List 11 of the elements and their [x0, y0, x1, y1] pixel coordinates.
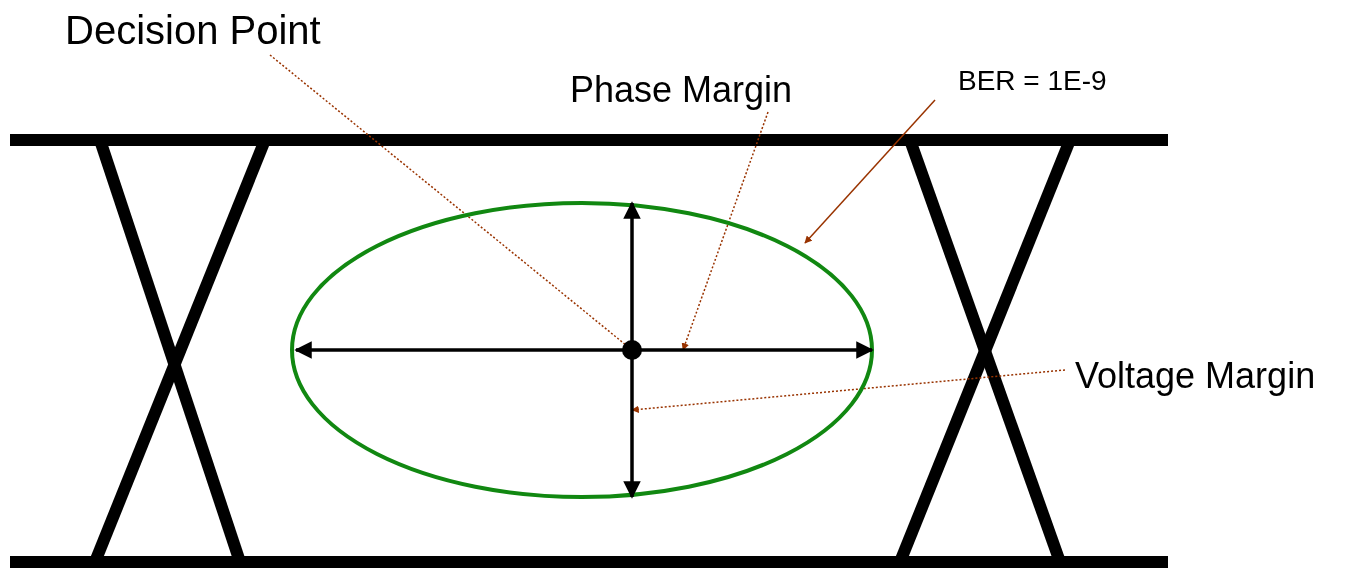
- leader-line: [804, 99, 936, 244]
- leader-line: [681, 111, 769, 351]
- callout-label: Decision Point: [65, 8, 321, 52]
- callout-label: Voltage Margin: [1075, 356, 1316, 396]
- phase-margin-arrow: [294, 341, 874, 359]
- decision-point-dot: [622, 340, 642, 360]
- callout-label: Phase Margin: [570, 70, 793, 110]
- callout-label: BER = 1E-9: [958, 66, 1107, 97]
- ber-contour: [290, 201, 874, 499]
- leader-line: [631, 369, 1066, 414]
- voltage-margin-arrow: [623, 201, 641, 499]
